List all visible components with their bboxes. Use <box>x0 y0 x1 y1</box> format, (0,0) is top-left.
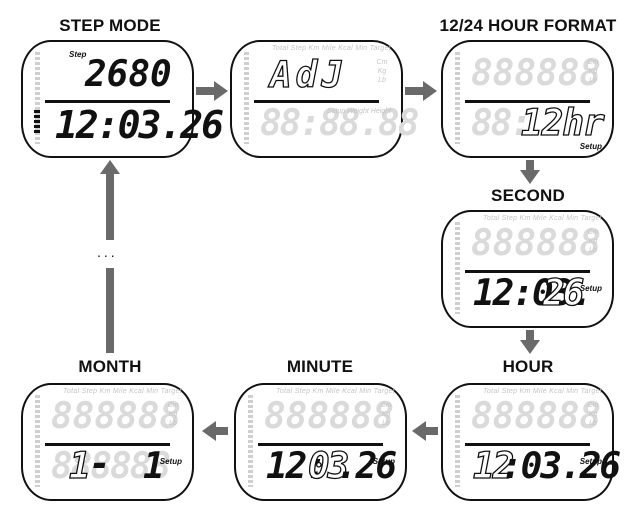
hour-blink: 12 <box>472 446 515 487</box>
divider <box>254 100 379 103</box>
side-units: Cm Kg Lb <box>380 402 392 427</box>
hour-value: 12: <box>266 446 327 487</box>
time-ghost: 88:88.88 <box>260 103 419 144</box>
lcd-adjust: Total Step Km Mile Kcal Min Target AdJ C… <box>230 40 419 158</box>
lcd-minute: Total Step Km Mile Kcal Min Target 88888… <box>234 383 407 501</box>
time-main: 12:03. <box>473 273 593 314</box>
divider <box>465 443 590 446</box>
lcd-second: Total Step Km Mile Kcal Min Target 88888… <box>441 210 614 328</box>
top-ghost: 888888 <box>51 396 182 437</box>
arrow-left-2 <box>202 421 228 441</box>
level-bar <box>455 222 460 314</box>
divider <box>45 100 170 103</box>
level-bar <box>244 52 249 144</box>
lcd-step-mode: Step 2680 12:03.26 <box>21 40 224 158</box>
top-ghost: 888888 <box>471 396 602 437</box>
divider <box>45 443 170 446</box>
time-main: :03.26 <box>501 446 621 487</box>
label-step-mode: STEP MODE <box>59 16 161 35</box>
hour-format-value: 12hr <box>520 103 605 144</box>
month-ghost-left: 888888 <box>51 446 171 487</box>
setup-tag: Setup <box>579 142 602 151</box>
lcd-hour: Total Step Km Mile Kcal Min Target 88888… <box>441 383 621 501</box>
ellipsis: ... <box>97 244 118 260</box>
level-bar <box>455 52 460 144</box>
arrow-right-1 <box>196 81 228 101</box>
top-ghost: 888888 <box>264 396 395 437</box>
units-row: Total Step Km Mile Kcal Min Target <box>272 45 392 52</box>
divider <box>258 443 383 446</box>
label-minute: MINUTE <box>286 357 354 376</box>
setup-tag: Setup <box>159 457 182 466</box>
top-ghost: 888888 <box>471 223 602 264</box>
setup-tag: Setup <box>579 284 602 293</box>
day-value: 1 <box>143 446 165 487</box>
arrow-down-1 <box>520 160 540 184</box>
arrow-right-2 <box>405 81 437 101</box>
seconds-value: .26 <box>336 446 397 487</box>
side-units-bottom: Setup Weight Height <box>326 108 391 115</box>
level-bar <box>35 395 40 487</box>
label-month: MONTH <box>78 357 142 376</box>
date-separator: - <box>89 444 111 485</box>
arrow-up-lower <box>100 160 120 240</box>
label-second: SECOND <box>491 186 565 205</box>
month-value: 1 <box>68 446 91 487</box>
time-display: 12:03.26 <box>55 103 224 147</box>
setup-tag: Setup <box>372 457 395 466</box>
seconds-blink: 26 <box>542 273 585 314</box>
arrow-left-1 <box>412 421 438 441</box>
side-units: Cm Kg Lb <box>167 402 179 427</box>
units-row: Total Step Km Mile Kcal Min Target <box>483 215 603 222</box>
minute-blink: 03 <box>307 446 350 487</box>
side-units: Cm Kg Lb <box>376 59 388 84</box>
side-units: Cm Kg Lb <box>587 229 599 254</box>
lcd-month: Total Step Km Mile Kcal Min Target 88888… <box>21 383 194 501</box>
units-row: Total Step Km Mile Kcal Min Target <box>63 388 183 395</box>
level-bar <box>248 395 253 487</box>
units-row: Total Step Km Mile Kcal Min Target <box>483 388 603 395</box>
adjust-text: AdJ <box>269 55 348 96</box>
side-units: Cm Kg Lb <box>587 402 599 427</box>
time-ghost-prefix: 88: <box>471 103 532 144</box>
divider <box>465 100 590 103</box>
level-bar-active <box>34 110 40 134</box>
units-row: Total Step Km Mile Kcal Min Target <box>276 388 396 395</box>
level-bar <box>35 52 40 144</box>
label-hour: HOUR <box>502 357 554 376</box>
side-units: Cm Kg Lb <box>587 59 599 84</box>
setup-tag: Setup <box>579 457 602 466</box>
lcd-hour-format: 888888 Cm Kg Lb 88: 12hr Setup <box>441 40 614 158</box>
arrow-up-upper <box>106 268 114 353</box>
arrow-down-2 <box>520 330 540 354</box>
divider <box>465 270 590 273</box>
label-hour-format: 12/24 HOUR FORMAT <box>439 16 617 35</box>
step-count: 2680 <box>85 54 172 95</box>
top-ghost: 888888 <box>471 53 602 94</box>
level-bar <box>455 395 460 487</box>
step-tag: Step <box>69 50 87 59</box>
